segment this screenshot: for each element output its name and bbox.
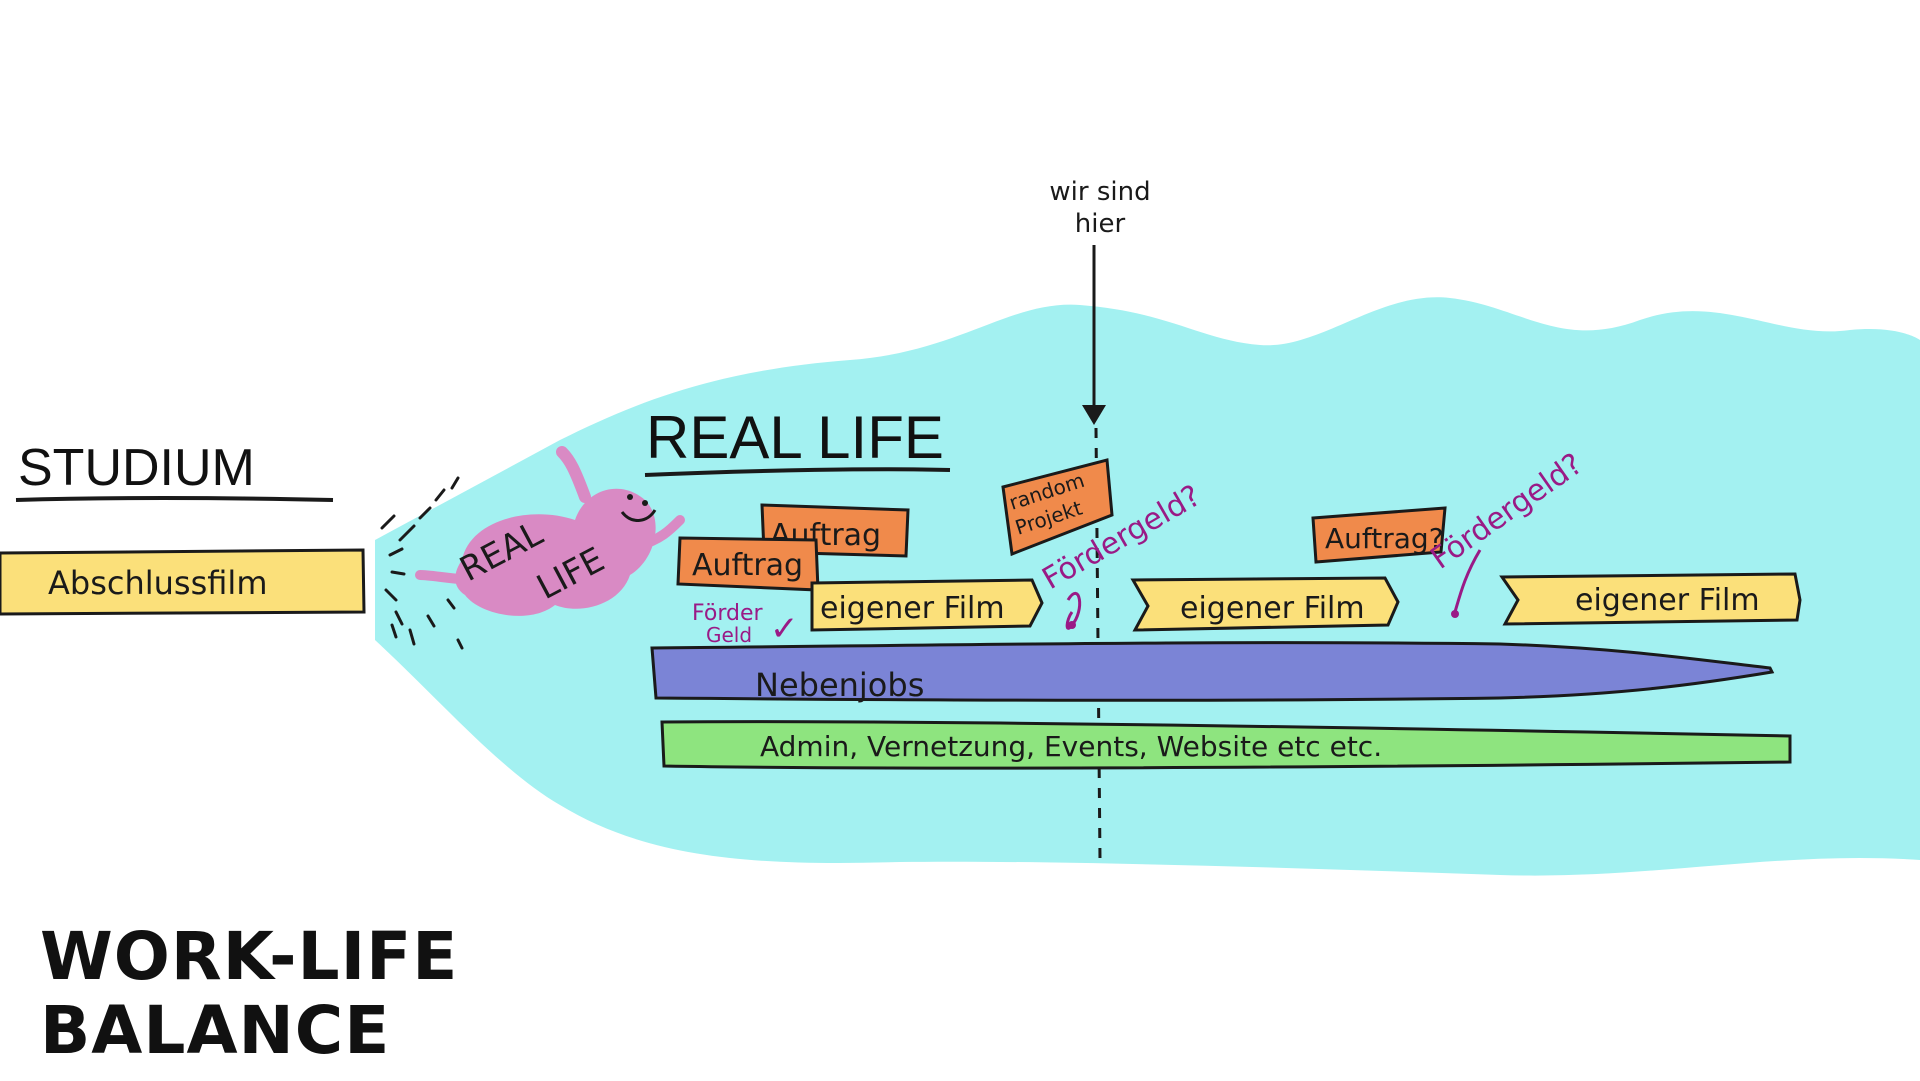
marker-arrowhead-icon: [1082, 405, 1106, 425]
admin-label: Admin, Vernetzung, Events, Website etc e…: [760, 730, 1382, 763]
real-life-underline: [644, 467, 951, 477]
eigener-film-bar-2: [1130, 576, 1400, 632]
foerder-note-line2: Geld: [706, 623, 752, 647]
admin-bar: [660, 720, 1792, 770]
abschlussfilm-bar: [0, 548, 366, 616]
splash-drops-icon: [380, 476, 464, 650]
random-project-box: [1001, 458, 1114, 557]
foerdergeld-dot-1: [1068, 621, 1076, 629]
foerder-check-icon: ✓: [770, 609, 799, 649]
marker-label-line1: wir sind: [1049, 177, 1150, 207]
page-title-line1: WORK-LIFE: [40, 918, 459, 995]
foerdergeld-pointer-2: [1453, 549, 1482, 613]
page-title-line2: BALANCE: [40, 992, 391, 1069]
auftrag-label-2: Auftrag: [692, 548, 803, 583]
eigener-film-bar-1: [810, 578, 1044, 632]
auftrag-question-label: Auftrag?: [1325, 522, 1444, 555]
nebenjobs-bar: [650, 641, 1775, 702]
studium-underline: [15, 496, 334, 502]
eigener-film-label-1: eigener Film: [820, 591, 1005, 626]
eigener-film-label-3: eigener Film: [1575, 583, 1760, 618]
foerdergeld-dot-2: [1451, 610, 1459, 618]
marker-dashed-line: [1094, 427, 1102, 861]
real-life-blob-icon: [415, 446, 685, 616]
abschlussfilm-label: Abschlussfilm: [48, 564, 267, 602]
nebenjobs-label: Nebenjobs: [755, 666, 924, 704]
marker-label-line2: hier: [1075, 209, 1126, 239]
foerder-note-line1: Förder: [692, 601, 763, 626]
page-title: WORK-LIFE BALANCE: [40, 920, 458, 1068]
eigener-film-bar-3: [1499, 572, 1802, 626]
auftrag-question-box: [1311, 506, 1447, 564]
studium-heading: STUDIUM: [18, 439, 255, 497]
real-life-heading: REAL LIFE: [646, 404, 944, 471]
eigener-film-label-2: eigener Film: [1180, 591, 1365, 626]
